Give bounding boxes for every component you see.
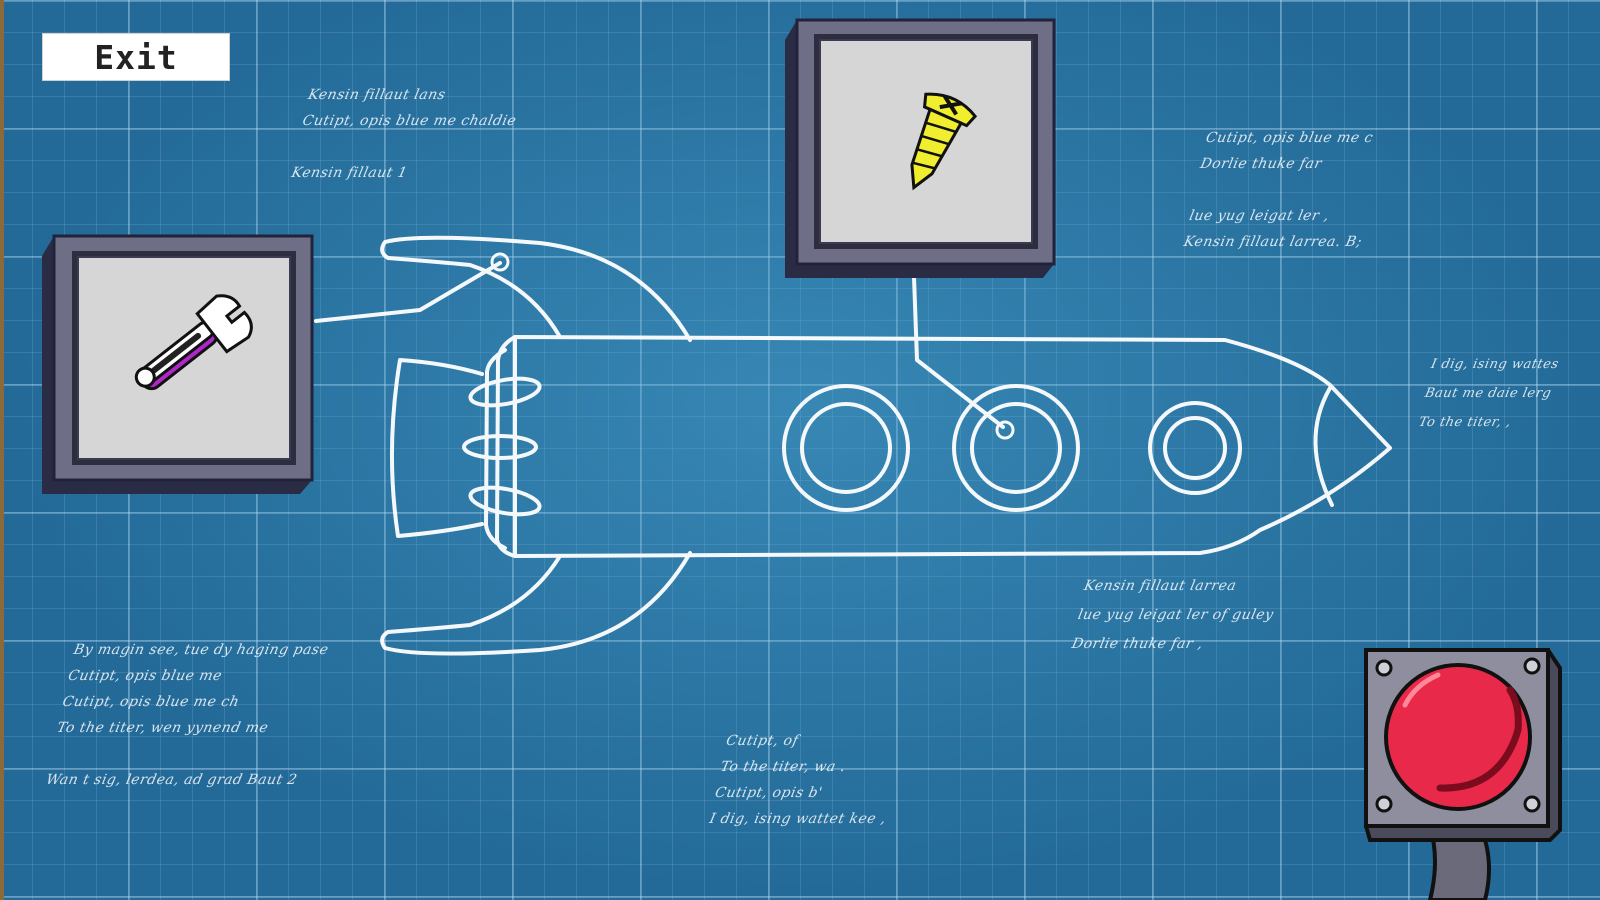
note-line: Baut me daie lerg xyxy=(1423,386,1553,401)
note-line: To the titer, wen yynend me xyxy=(55,720,270,736)
note-line: lue yug leigat ler of guley xyxy=(1076,607,1276,623)
note-top-right: Cutipt, opis blue me c Dorlie thuke far … xyxy=(1181,125,1386,255)
note-line: Cutipt, opis b' xyxy=(713,785,825,801)
note-line xyxy=(49,741,309,767)
note-line: Kensin fillaut larrea. B; xyxy=(1182,234,1364,250)
note-line: To the titer, , xyxy=(1417,415,1513,430)
note-line: Kensin fillaut larrea xyxy=(1082,578,1238,594)
screw-slot[interactable] xyxy=(785,18,1056,278)
note-line: Kensin fillaut lans xyxy=(306,87,448,103)
wrench-slot[interactable] xyxy=(42,234,314,494)
note-line: Cutipt, opis blue me ch xyxy=(61,694,241,710)
left-border xyxy=(0,0,4,900)
note-bottom-center: Cutipt, of To the titer, wa . Cutipt, op… xyxy=(707,728,905,832)
note-right: I dig, ising wattes Baut me daie lerg To… xyxy=(1416,350,1562,437)
note-line: To the titer, wa . xyxy=(719,759,848,775)
launch-button[interactable] xyxy=(1364,648,1562,900)
screw-icon[interactable] xyxy=(889,88,978,199)
note-line: Kensin fillaut 1 xyxy=(290,165,409,181)
note-line xyxy=(1192,177,1375,203)
note-line: By magin see, tue dy haging pase xyxy=(72,642,331,658)
note-mid-right: Kensin fillaut larrea lue yug leigat ler… xyxy=(1069,572,1283,659)
note-line: I dig, ising wattet kee , xyxy=(708,811,888,827)
wrench-icon[interactable] xyxy=(126,289,258,408)
note-line: Cutipt, of xyxy=(724,733,800,749)
note-line: Dorlie thuke far xyxy=(1198,156,1324,172)
note-line xyxy=(294,134,513,160)
note-line: Cutipt, opis blue me xyxy=(66,668,224,684)
note-line: I dig, ising wattes xyxy=(1429,357,1561,372)
note-line: Dorlie thuke far , xyxy=(1070,636,1205,652)
note-line: Cutipt, opis blue me c xyxy=(1204,130,1375,146)
exit-button[interactable]: Exit xyxy=(42,33,230,81)
note-line: Cutipt, opis blue me chaldie xyxy=(301,113,518,129)
note-line: Wan t sig, lerdea, ad grad Baut 2 xyxy=(44,772,299,788)
rocket-blueprint xyxy=(314,235,1392,656)
note-line: lue yug leigat ler , xyxy=(1187,208,1331,224)
note-top-left: Kensin fillaut lans Cutipt, opis blue me… xyxy=(289,82,525,186)
note-bottom-left: By magin see, tue dy haging pase Cutipt,… xyxy=(43,637,331,793)
